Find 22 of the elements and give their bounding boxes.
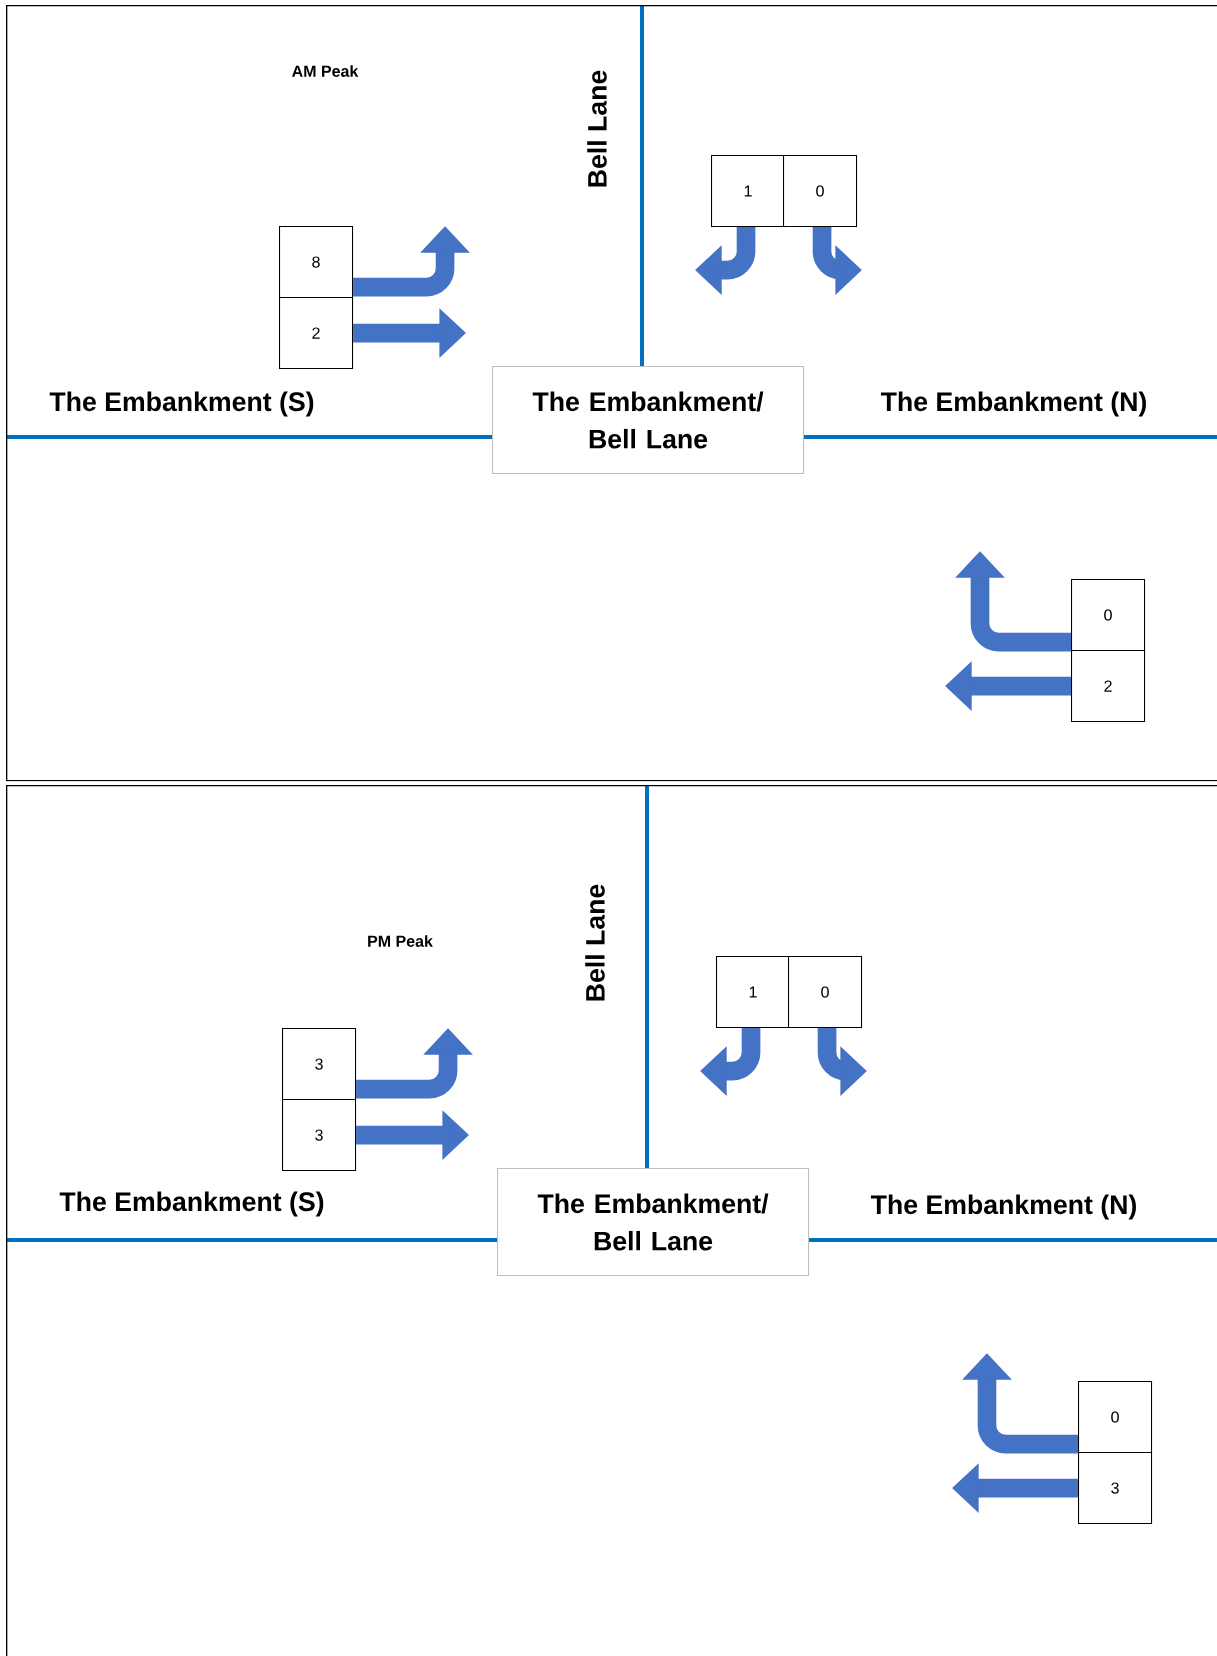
- panel-heading: PM Peak: [368, 935, 433, 947]
- count-box: 3: [1078, 1452, 1153, 1525]
- junction-box: The Embankment/ Bell Lane: [492, 366, 805, 475]
- count-box: 2: [1071, 650, 1146, 723]
- count-box: 2: [279, 297, 354, 370]
- count-box: 3: [282, 1099, 357, 1172]
- road-name: The Embankment (N): [870, 1194, 1136, 1220]
- road-name: The Embankment (S): [49, 391, 314, 417]
- count-box: 1: [716, 956, 791, 1029]
- count-box: 0: [1071, 579, 1146, 652]
- count-box: 0: [1078, 1381, 1153, 1454]
- count-box: 0: [783, 155, 858, 228]
- panel-heading: AM Peak: [292, 65, 359, 77]
- junction-box: The Embankment/ Bell Lane: [497, 1168, 810, 1277]
- road-name: The Embankment (S): [59, 1191, 324, 1217]
- count-box: 1: [711, 155, 786, 228]
- road-name: Bell Lane: [585, 884, 605, 1001]
- count-box: 8: [279, 226, 354, 299]
- road-name: The Embankment (N): [880, 391, 1146, 417]
- count-box: 3: [282, 1028, 357, 1101]
- road-name: Bell Lane: [587, 70, 607, 187]
- count-box: 0: [788, 956, 863, 1029]
